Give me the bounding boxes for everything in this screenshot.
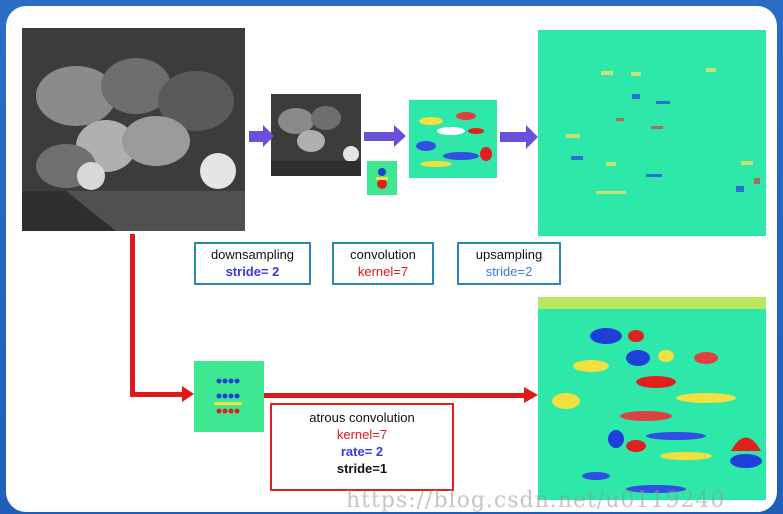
arrow-downsample (249, 125, 274, 147)
downsampling-title: downsampling (210, 247, 295, 262)
arrow-upsample (500, 125, 538, 149)
atrous-rate: rate= 2 (340, 444, 384, 459)
atrous-kernel: kernel=7 (336, 427, 388, 442)
convolution-param: kernel=7 (357, 264, 409, 279)
atrous-feature-map (538, 297, 766, 500)
upsampled-feature-map (538, 30, 766, 236)
atrous-stride: stride=1 (336, 461, 388, 476)
arrow-convolve (364, 125, 406, 147)
downsampling-param: stride= 2 (225, 264, 280, 279)
downsampling-label-box: downsampling stride= 2 (194, 242, 311, 285)
upsampling-param: stride=2 (485, 264, 533, 279)
conv-feature-map (409, 100, 497, 178)
diagram-panel: downsampling stride= 2 convolution kerne… (6, 6, 777, 512)
convolution-label-box: convolution kernel=7 (332, 242, 434, 285)
input-image (22, 28, 245, 231)
watermark: https://blog.csdn.net/u0119240 (346, 488, 726, 512)
arrow-atrous-output (264, 387, 538, 403)
diagram-canvas (22, 28, 766, 500)
convolution-title: convolution (350, 247, 416, 262)
upsampling-label-box: upsampling stride=2 (457, 242, 561, 285)
arrow-atrous-path (130, 234, 194, 402)
upsampling-title: upsampling (475, 247, 543, 262)
kernel-image (367, 161, 397, 195)
atrous-kernel-image (194, 361, 264, 432)
atrous-label-box: atrous convolution kernel=7 rate= 2 stri… (270, 403, 454, 491)
downsampled-image (271, 94, 361, 176)
atrous-title: atrous convolution (309, 410, 415, 425)
